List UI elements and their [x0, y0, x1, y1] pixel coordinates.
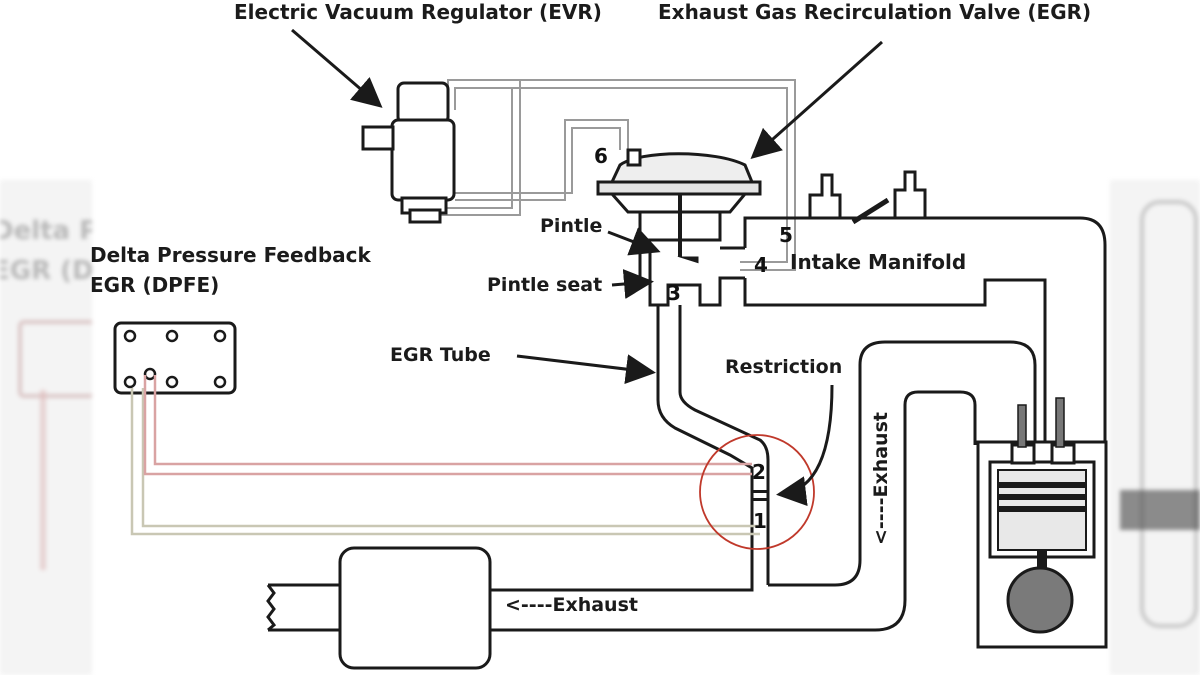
- dpfe-sensor: [113, 321, 237, 395]
- evr-solenoid: [361, 81, 456, 224]
- blurred-right-panel: [1110, 180, 1200, 675]
- exhaust-vertical-label: <----Exhaust: [870, 412, 892, 545]
- vacuum-hoses: [440, 79, 796, 271]
- dpfe-label-line2: EGR (DPFE): [90, 273, 220, 297]
- pintle-label: Pintle: [540, 215, 603, 237]
- egr-valve-label: Exhaust Gas Recirculation Valve (EGR): [658, 0, 1092, 24]
- evr-label: Electric Vacuum Regulator (EVR): [234, 0, 602, 24]
- blurred-left-panel: Delta P EGR (D: [0, 180, 92, 675]
- port-number-2: 2: [752, 460, 766, 484]
- dpfe-pressure-lines: [130, 375, 760, 536]
- engine-cylinder: [976, 397, 1108, 649]
- chamber-number-3: 3: [667, 281, 681, 305]
- ghost-piston: [1120, 490, 1200, 530]
- pointer-arrows: [291, 28, 883, 507]
- exhaust-pipe: [266, 340, 1037, 670]
- intake-manifold-label: Intake Manifold: [790, 250, 967, 274]
- port-number-1: 1: [753, 509, 767, 533]
- ghost-label-egr: EGR (D: [0, 256, 92, 286]
- manifold-number-4: 4: [754, 253, 768, 277]
- vacuum-number-6: 6: [594, 144, 608, 168]
- intake-manifold: [743, 170, 1107, 445]
- egr-tube: [656, 305, 770, 585]
- ghost-label-delta: Delta P: [0, 216, 92, 246]
- restriction-marker: [699, 434, 815, 550]
- dpfe-label-line1: Delta Pressure Feedback: [90, 243, 371, 267]
- ghost-dpfe-box: [18, 320, 92, 398]
- restriction-label: Restriction: [725, 356, 843, 378]
- ghost-tube: [40, 390, 46, 570]
- ghost-pipe: [1140, 200, 1198, 628]
- pintle-seat-label: Pintle seat: [487, 274, 603, 296]
- exhaust-bottom-label: <----Exhaust: [505, 594, 638, 616]
- egr-tube-label: EGR Tube: [390, 344, 491, 366]
- manifold-number-5: 5: [779, 223, 793, 247]
